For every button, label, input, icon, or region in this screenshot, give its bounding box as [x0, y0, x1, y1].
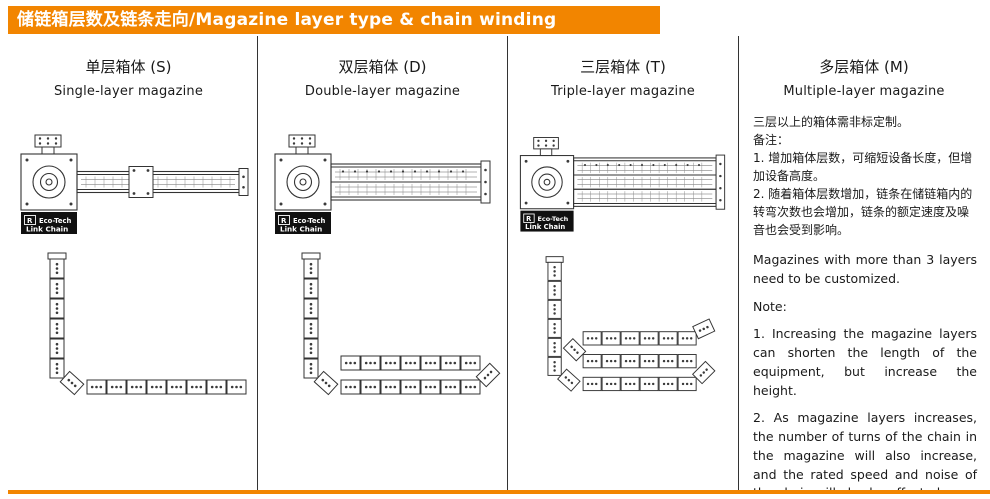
triple-layer-chain-winding-diagram: [545, 256, 716, 392]
column-single-layer: 单层箱体 (S) Single-layer magazine R Eco-Tech…: [0, 36, 257, 493]
notes-english: Magazines with more than 3 layers need t…: [753, 251, 977, 493]
double-layer-title-en: Double-layer magazine: [304, 84, 461, 99]
page-title: 储链箱层数及链条走向/Magazine layer type & chain w…: [17, 10, 557, 30]
note-line: 1. 增加箱体层数，可缩短设备长度，但增加设备高度。: [753, 151, 973, 183]
column-triple-layer: 三层箱体 (T) Triple-layer magazine R Eco-Tech…: [508, 36, 738, 493]
svg-text:Eco-Tech: Eco-Tech: [538, 215, 569, 223]
note-line: 2. As magazine layers increases, the num…: [753, 410, 977, 493]
svg-text:Link Chain: Link Chain: [280, 225, 322, 234]
notes-chinese: 三层以上的箱体需非标定制。 备注： 1. 增加箱体层数，可缩短设备长度，但增加设…: [753, 113, 977, 239]
svg-text:R: R: [526, 215, 531, 223]
svg-text:Eco-Tech: Eco-Tech: [293, 217, 326, 225]
note-line: Note:: [753, 298, 787, 314]
single-layer-title-cn: 单层箱体 (S): [85, 58, 172, 76]
svg-text:Eco-Tech: Eco-Tech: [39, 217, 72, 225]
notes-block: 三层以上的箱体需非标定制。 备注： 1. 增加箱体层数，可缩短设备长度，但增加设…: [739, 99, 989, 493]
column-multiple-layer: 多层箱体 (M) Multiple-layer magazine 三层以上的箱体…: [739, 36, 989, 493]
note-line: Magazines with more than 3 layers need t…: [753, 252, 977, 286]
svg-text:R: R: [27, 217, 33, 225]
bottom-rule: [8, 490, 990, 494]
double-layer-chain-winding-diagram: [301, 252, 500, 396]
note-line: 三层以上的箱体需非标定制。: [753, 115, 910, 129]
single-layer-title-en: Single-layer magazine: [53, 84, 204, 99]
column-double-layer: 双层箱体 (D) Double-layer magazine R Eco-Tech…: [258, 36, 507, 493]
svg-text:Link Chain: Link Chain: [26, 225, 68, 234]
note-line: 备注：: [753, 133, 790, 147]
svg-text:R: R: [281, 217, 287, 225]
single-layer-chain-winding-diagram: [47, 252, 246, 396]
column-divider: [738, 36, 739, 493]
multiple-layer-title-en: Multiple-layer magazine: [783, 84, 945, 99]
note-line: 1. Increasing the magazine layers can sh…: [753, 326, 977, 398]
svg-text:Link Chain: Link Chain: [525, 223, 565, 231]
content-area: 单层箱体 (S) Single-layer magazine R Eco-Tech…: [0, 36, 990, 493]
triple-layer-title-en: Triple-layer magazine: [550, 84, 695, 99]
page-title-bar: 储链箱层数及链条走向/Magazine layer type & chain w…: [8, 6, 660, 34]
note-line: 2. 随着箱体层数增加，链条在储链箱内的转弯次数也会增加，链条的额定速度及噪音也…: [753, 187, 973, 237]
double-layer-title-cn: 双层箱体 (D): [338, 58, 427, 76]
multiple-layer-title-cn: 多层箱体 (M): [819, 58, 909, 76]
column-divider: [257, 36, 258, 493]
triple-layer-title-cn: 三层箱体 (T): [580, 58, 666, 76]
column-divider: [507, 36, 508, 493]
